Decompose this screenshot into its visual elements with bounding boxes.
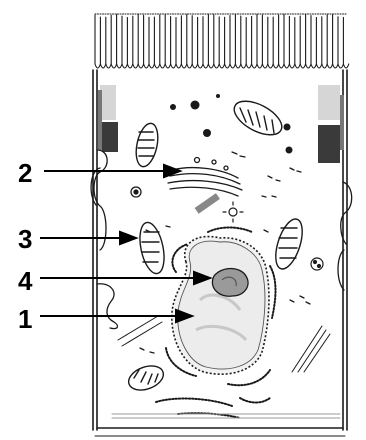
golgi-apparatus — [168, 158, 242, 197]
microvillus — [338, 17, 343, 68]
junctional-complex-left — [98, 85, 118, 152]
microvillus — [106, 17, 111, 68]
microvillus — [176, 18, 181, 69]
microvillus — [311, 16, 316, 68]
microvillus — [333, 15, 338, 68]
microvillus — [160, 15, 165, 68]
label-1: 1 — [18, 304, 32, 334]
lateral-membrane-folds-right — [338, 182, 352, 290]
star-vesicle — [223, 202, 243, 222]
microvillus — [235, 15, 240, 69]
mitochondrion-middle-right — [271, 216, 308, 272]
microvillus — [273, 17, 278, 68]
microvillus — [133, 16, 138, 68]
microvillus — [252, 16, 257, 68]
nucleolus — [212, 269, 248, 297]
microvillus — [225, 17, 230, 68]
microvillus — [289, 16, 294, 68]
microvillus — [127, 18, 132, 69]
centriole — [195, 193, 220, 214]
microvillus — [187, 15, 192, 69]
microvillus — [284, 15, 289, 68]
microvillus — [262, 15, 267, 68]
microvillus — [343, 17, 348, 68]
multivesicular-body — [311, 258, 323, 270]
mitochondrion-bottom-left — [125, 362, 166, 395]
secretory-vesicle — [131, 187, 141, 197]
microvillus — [165, 15, 170, 68]
microvillus — [100, 17, 105, 68]
microvillus — [122, 16, 127, 68]
microvillus — [95, 15, 100, 68]
microvillus — [316, 17, 321, 68]
microvillus — [300, 16, 305, 68]
microvillus — [171, 17, 176, 68]
microvillus — [181, 16, 186, 68]
microvillus — [111, 15, 116, 68]
microvillus — [208, 15, 213, 68]
microvillus — [279, 15, 284, 68]
microvillus — [192, 16, 197, 68]
microvillus — [268, 17, 273, 68]
dark-granules — [170, 94, 293, 154]
microvillus — [230, 16, 235, 69]
microvillus — [138, 15, 143, 68]
microvillus — [203, 17, 208, 68]
mitochondrion-middle-left — [136, 220, 168, 275]
microvillus — [322, 17, 327, 68]
microvillus — [295, 18, 300, 69]
label-2: 2 — [18, 158, 32, 188]
label-4: 4 — [18, 266, 33, 296]
microvillus — [219, 17, 224, 68]
microvillus — [117, 15, 122, 68]
microvillus — [241, 16, 246, 68]
mitochondrion-upper-left — [133, 121, 162, 168]
microvillus — [149, 17, 154, 68]
microvillus — [154, 17, 159, 68]
microvillus — [246, 18, 251, 69]
lateral-membrane-folds-left — [91, 150, 117, 329]
junctional-complex-right — [318, 85, 344, 163]
microvillus — [327, 15, 332, 68]
mitochondrion-top-right — [229, 94, 287, 141]
microvillus — [306, 15, 311, 69]
nucleus — [172, 237, 269, 375]
microvillus — [214, 15, 219, 68]
label-3: 3 — [18, 224, 32, 254]
microvilli-brush-border — [95, 14, 349, 68]
microvillus — [257, 15, 262, 68]
microvillus — [198, 17, 203, 68]
microvillus — [144, 15, 149, 68]
